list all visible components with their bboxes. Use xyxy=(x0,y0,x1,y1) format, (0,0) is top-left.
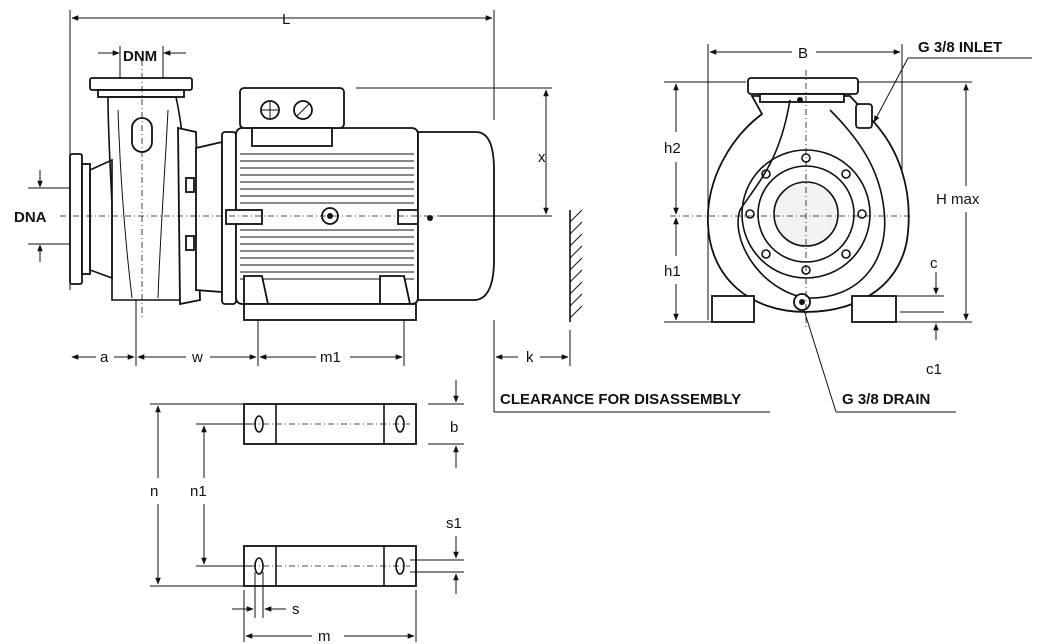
motor-cooling-fins xyxy=(240,153,414,280)
label-m1: m1 xyxy=(320,349,341,366)
label-w: w xyxy=(191,349,203,366)
label-n1: n1 xyxy=(190,483,207,500)
front-view xyxy=(664,44,1032,413)
label-DNA: DNA xyxy=(14,209,47,226)
label-n: n xyxy=(150,483,158,500)
base-plan-view xyxy=(150,380,464,642)
label-c1: c1 xyxy=(926,361,942,378)
label-B: B xyxy=(798,45,808,62)
label-s: s xyxy=(292,601,300,618)
label-k: k xyxy=(526,349,534,366)
label-m: m xyxy=(318,628,331,644)
side-view xyxy=(28,10,770,413)
label-clearance: CLEARANCE FOR DISASSEMBLY xyxy=(500,391,741,408)
label-inlet: G 3/8 INLET xyxy=(918,39,1002,56)
label-a: a xyxy=(100,349,109,366)
label-x: x xyxy=(538,149,546,166)
label-DNM: DNM xyxy=(123,48,157,65)
flange-bolt-holes xyxy=(745,153,867,275)
label-Hmax: H max xyxy=(936,191,980,208)
label-s1: s1 xyxy=(446,515,462,532)
label-h2: h2 xyxy=(664,140,681,157)
label-L: L xyxy=(282,11,290,28)
label-c: c xyxy=(930,255,938,272)
label-b: b xyxy=(450,419,458,436)
wall-hatching xyxy=(569,209,583,319)
label-drain: G 3/8 DRAIN xyxy=(842,391,930,408)
label-h1: h1 xyxy=(664,263,681,280)
